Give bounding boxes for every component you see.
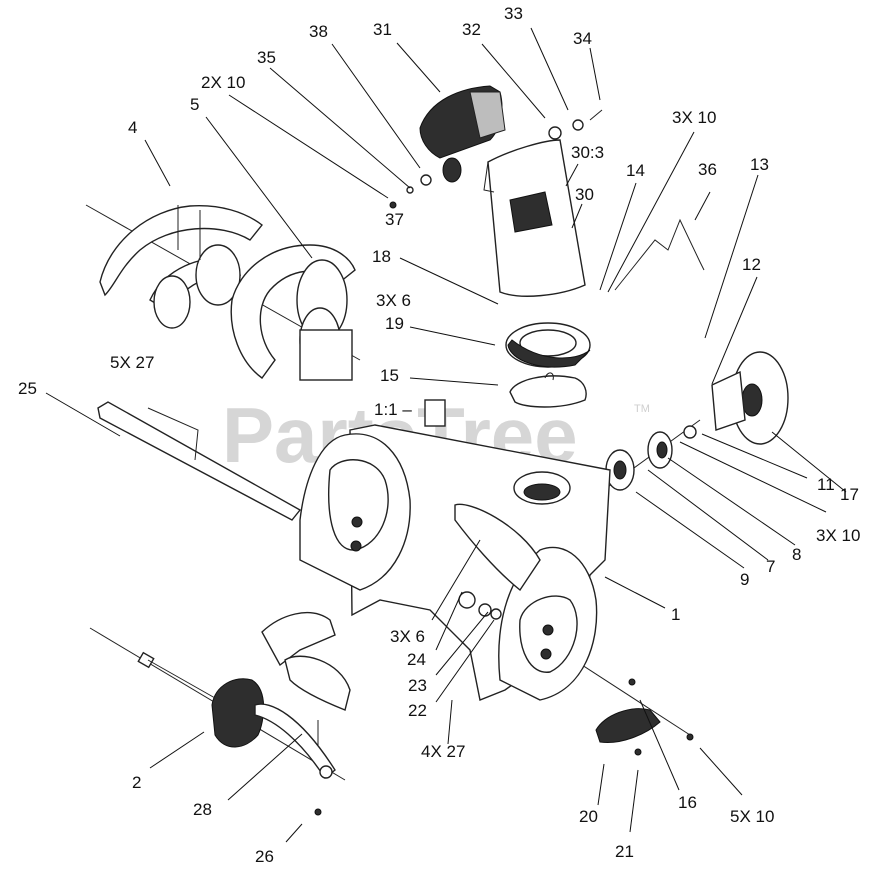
callout-23: 23: [408, 676, 427, 695]
callout-24: 24: [407, 650, 426, 669]
callout-35: 35: [257, 48, 276, 67]
callout-33: 33: [504, 4, 523, 23]
chute-rod-36: [614, 218, 705, 291]
callout-12: 12: [742, 255, 761, 274]
callout-14: 14: [626, 161, 645, 180]
callout-7: 7: [766, 557, 775, 576]
callout-30-3: 30:3: [571, 143, 604, 162]
callout-5x27: 5X 27: [110, 353, 154, 372]
callout-5x10: 5X 10: [730, 807, 774, 826]
callout-11: 11: [817, 475, 835, 494]
skid-shoe-20: [595, 708, 661, 744]
callout-21: 21: [615, 842, 634, 861]
callout-1: 1: [671, 605, 680, 624]
gearbox-2: [137, 651, 265, 748]
leader-lines: [45, 27, 847, 843]
discharge-chute-30: [483, 139, 586, 297]
callout-32: 32: [462, 20, 481, 39]
auger-housing-1: [299, 424, 611, 701]
callout-2x10: 2X 10: [201, 73, 245, 92]
callout-16: 16: [678, 793, 697, 812]
callout-4: 4: [128, 118, 137, 137]
callout-2: 2: [132, 773, 141, 792]
callout-36: 36: [698, 160, 717, 179]
auger-spiral-5: [230, 244, 356, 381]
chute-ring-gear-19: [505, 322, 591, 368]
chute-retainer-15: [509, 372, 587, 408]
callout-34: 34: [573, 29, 592, 48]
callout-31: 31: [373, 20, 392, 39]
callout-1-to-1: 1:1 –: [374, 400, 412, 419]
callout-3x10-right: 3X 10: [816, 526, 860, 545]
callout-28: 28: [193, 800, 212, 819]
callout-3x10-top: 3X 10: [672, 108, 716, 127]
bearing-stack: [605, 425, 697, 491]
callout-30: 30: [575, 185, 594, 204]
callout-20: 20: [579, 807, 598, 826]
callout-37: 37: [385, 210, 404, 229]
callout-38: 38: [309, 22, 328, 41]
pulley-17: [711, 351, 789, 445]
callout-17: 17: [840, 485, 859, 504]
callout-26: 26: [255, 847, 274, 866]
auger-spiral-4: [99, 204, 263, 329]
callout-18: 18: [372, 247, 391, 266]
chute-deflector-31: [419, 85, 506, 183]
scraper-bar-25: [97, 401, 302, 521]
callout-19: 19: [385, 314, 404, 333]
impeller-28: [254, 612, 351, 780]
callout-8: 8: [792, 545, 801, 564]
decal-1to1: [424, 399, 446, 427]
callout-15: 15: [380, 366, 399, 385]
callout-5: 5: [190, 95, 199, 114]
callout-4x27: 4X 27: [421, 742, 465, 761]
callout-3x6-top: 3X 6: [376, 291, 411, 310]
callout-13: 13: [750, 155, 769, 174]
callout-9: 9: [740, 570, 749, 589]
bolts: [314, 591, 694, 816]
callout-25: 25: [18, 379, 37, 398]
watermark-trademark: TM: [634, 403, 650, 415]
chute-hardware: [389, 109, 603, 209]
callout-labels: 31 32 33 34 38 35 2X 10 5 4 3X 10 30:3 1…: [18, 4, 860, 866]
callout-3x6-mid: 3X 6: [390, 627, 425, 646]
callout-22: 22: [408, 701, 427, 720]
